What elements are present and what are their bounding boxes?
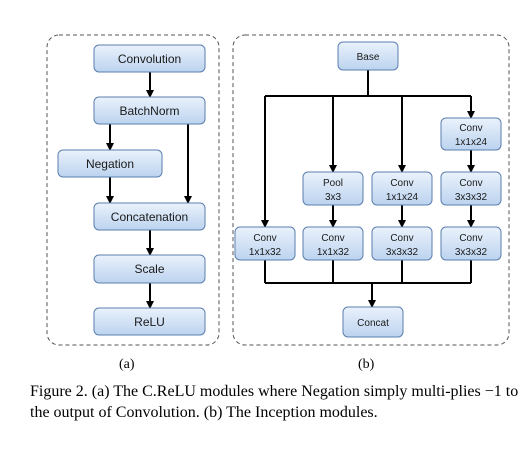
node-conv-d3-params: 3x3x32: [455, 247, 488, 258]
panel-b-frame: [232, 34, 510, 346]
node-pool-title: Pool: [323, 178, 343, 189]
node-conv-c1-params: 1x1x24: [386, 192, 419, 203]
panel-a-label: (a): [119, 357, 135, 372]
node-conv-c1: Conv 1x1x24: [371, 171, 433, 206]
node-conv-d1-title: Conv: [459, 123, 482, 134]
node-convolution-label: Convolution: [118, 52, 181, 66]
node-conv-b1: Conv 1x1x32: [234, 226, 296, 261]
node-conv-b2: Conv 1x1x32: [302, 226, 364, 261]
node-pool-params: 3x3: [325, 192, 342, 203]
node-conv-b2-title: Conv: [321, 233, 344, 244]
node-conv-b1-params: 1x1x32: [249, 247, 282, 258]
node-conv-d3-title: Conv: [459, 233, 482, 244]
node-relu: ReLU: [93, 307, 206, 336]
node-conv-d3: Conv 3x3x32: [440, 226, 502, 261]
node-concatenation: Concatenation: [93, 202, 206, 231]
node-conv-d1: Conv 1x1x24: [440, 117, 502, 151]
node-conv-d2-title: Conv: [459, 178, 482, 189]
node-conv-b1-title: Conv: [253, 233, 276, 244]
node-concatenation-label: Concatenation: [111, 210, 188, 224]
figure-diagrams: Convolution BatchNorm Negation Concatena…: [46, 34, 510, 346]
node-pool: Pool 3x3: [302, 171, 364, 206]
node-conv-c1-title: Conv: [390, 178, 413, 189]
node-concat: Concat: [342, 306, 404, 338]
node-convolution: Convolution: [93, 44, 206, 73]
node-conv-d2-params: 3x3x32: [455, 192, 488, 203]
node-conv-b2-params: 1x1x32: [317, 247, 350, 258]
panel-b-label: (b): [358, 357, 375, 372]
node-batchnorm: BatchNorm: [93, 96, 206, 125]
panel-b-connectors: [261, 70, 475, 308]
node-scale: Scale: [93, 254, 206, 284]
node-conv-d2: Conv 3x3x32: [440, 171, 502, 206]
node-conv-c2-title: Conv: [390, 233, 413, 244]
node-batchnorm-label: BatchNorm: [119, 104, 179, 118]
node-base: Base: [337, 41, 399, 71]
node-conv-c2-params: 3x3x32: [386, 247, 419, 258]
node-relu-label: ReLU: [134, 315, 165, 329]
node-concat-label: Concat: [357, 318, 389, 329]
node-conv-d1-params: 1x1x24: [455, 137, 488, 148]
node-negation: Negation: [57, 149, 163, 178]
node-negation-label: Negation: [86, 157, 134, 171]
node-conv-c2: Conv 3x3x32: [371, 226, 433, 261]
panel-a-connectors: [106, 72, 192, 309]
figure-caption: Figure 2. (a) The C.ReLU modules where N…: [30, 383, 519, 421]
node-base-label: Base: [357, 52, 380, 63]
panel-a-frame: [46, 34, 220, 346]
node-scale-label: Scale: [134, 262, 164, 276]
